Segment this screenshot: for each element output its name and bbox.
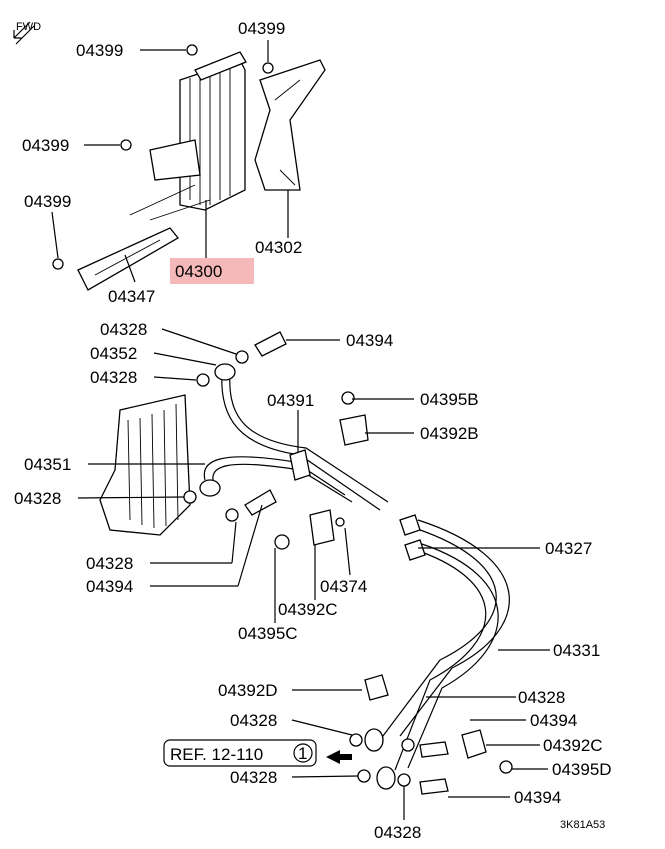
part-label: 04328: [518, 688, 565, 707]
part-label: 04351: [24, 455, 71, 474]
part-label: 04352: [90, 344, 137, 363]
bracket-04302-illustration: [254, 59, 326, 191]
part-label: 04399: [238, 19, 285, 38]
bolt-icon: [52, 44, 274, 270]
part-label: 04374: [320, 577, 367, 596]
part-label: 04347: [108, 287, 155, 306]
part-label: 04328: [230, 711, 277, 730]
cooler-body-lower-illustration: [99, 394, 191, 536]
part-label: 04328: [86, 554, 133, 573]
part-label: 04394: [86, 577, 133, 596]
bracket-04347-illustration: [77, 227, 179, 291]
figure-code: 3K81A53: [560, 819, 605, 831]
part-labels: 04399 04399 04399 04399 04300 04302 0434…: [14, 19, 612, 842]
part-label: 04392B: [420, 424, 479, 443]
part-label: 04328: [90, 368, 137, 387]
part-label: 04394: [530, 711, 577, 730]
leader-lines-upper: [51, 40, 289, 283]
part-label: 04328: [14, 489, 61, 508]
part-label: 04394: [346, 331, 393, 350]
ref-text: REF. 12-110: [170, 745, 263, 764]
part-label-highlighted: 04300: [175, 262, 222, 281]
part-label: 04392C: [543, 736, 603, 755]
part-label: 04392C: [278, 600, 338, 619]
part-label: 04395D: [552, 760, 612, 779]
fittings-illustration: [183, 331, 513, 795]
part-label: 04394: [514, 788, 561, 807]
part-label: 04328: [230, 768, 277, 787]
left-arrow-icon: [326, 750, 352, 764]
ref-circle-number: 1: [298, 744, 307, 763]
fwd-label: FWD: [16, 21, 41, 33]
part-label: 04331: [553, 641, 600, 660]
highlight-box: [170, 258, 254, 284]
part-label: 04392D: [218, 681, 278, 700]
part-label: 04302: [255, 238, 302, 257]
part-label: 04327: [545, 539, 592, 558]
part-label: 04391: [267, 391, 314, 410]
part-label: 04395C: [238, 624, 298, 643]
part-label: 04328: [100, 320, 147, 339]
fwd-arrow-icon: [13, 21, 35, 45]
leader-lines-lower: [77, 328, 550, 820]
part-label: 04399: [76, 41, 123, 60]
oil-cooler-illustration: [129, 51, 247, 221]
part-label: 04328: [374, 823, 421, 842]
ref-box: REF. 12-110 1: [163, 739, 317, 767]
hose-assembly-illustration: [203, 369, 510, 771]
part-label: 04399: [24, 192, 71, 211]
part-label: 04399: [22, 136, 69, 155]
part-label: 04395B: [420, 390, 479, 409]
